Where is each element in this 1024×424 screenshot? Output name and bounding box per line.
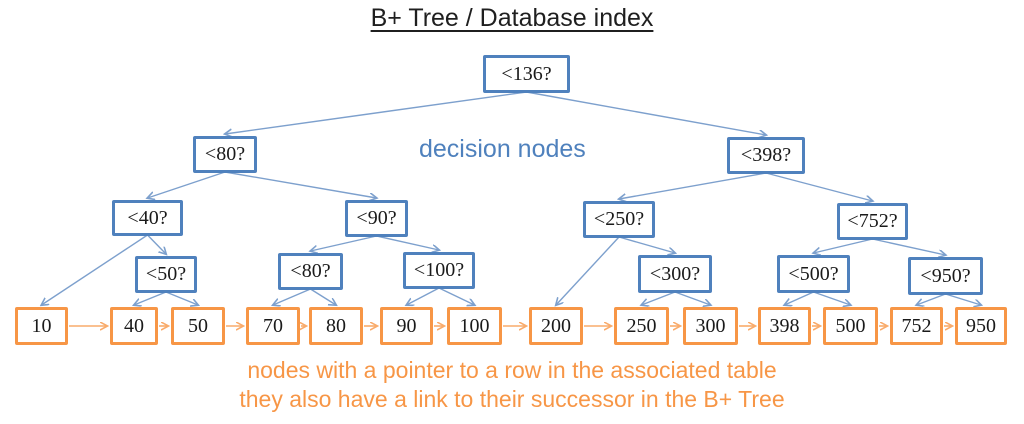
leaf-node-10: 10	[15, 307, 68, 345]
decision-node-398: <398?	[727, 137, 805, 174]
leaf-node-752: 752	[890, 307, 943, 345]
decision-node-752: <752?	[837, 203, 908, 240]
leaf-node-100: 100	[447, 307, 502, 345]
decision-node-90: <90?	[345, 200, 408, 237]
decision-nodes-annotation: decision nodes	[419, 135, 586, 163]
leaf-node-80: 80	[309, 307, 363, 345]
leaf-node-40: 40	[110, 307, 158, 345]
decision-node-100: <100?	[403, 252, 475, 289]
leaf-node-200: 200	[529, 307, 583, 345]
leaf-node-500: 500	[823, 307, 878, 345]
leaf-node-950: 950	[955, 307, 1007, 345]
leaf-node-90: 90	[380, 307, 433, 345]
decision-node-80-level4: <80?	[278, 253, 343, 290]
decision-node-950: <950?	[908, 257, 983, 295]
leaf-node-398: 398	[758, 307, 811, 345]
leaf-node-70: 70	[246, 307, 300, 345]
page-title-text: B+ Tree / Database index	[370, 4, 654, 32]
leaf-node-300: 300	[683, 307, 738, 345]
leaf-node-50: 50	[171, 307, 225, 345]
decision-node-500: <500?	[777, 255, 850, 293]
leaf-note-line2: they also have a link to their successor…	[239, 386, 785, 412]
decision-node-80-level2: <80?	[193, 136, 257, 173]
decision-node-250: <250?	[583, 201, 655, 238]
decision-node-300: <300?	[638, 255, 712, 293]
decision-node-136: <136?	[483, 55, 570, 93]
leaf-node-250: 250	[614, 307, 669, 345]
leaf-note-line1: nodes with a pointer to a row in the ass…	[247, 357, 777, 383]
decision-node-50: <50?	[135, 256, 197, 293]
page-title: B+ Tree / Database index	[0, 4, 1024, 33]
decision-node-40: <40?	[112, 200, 183, 236]
